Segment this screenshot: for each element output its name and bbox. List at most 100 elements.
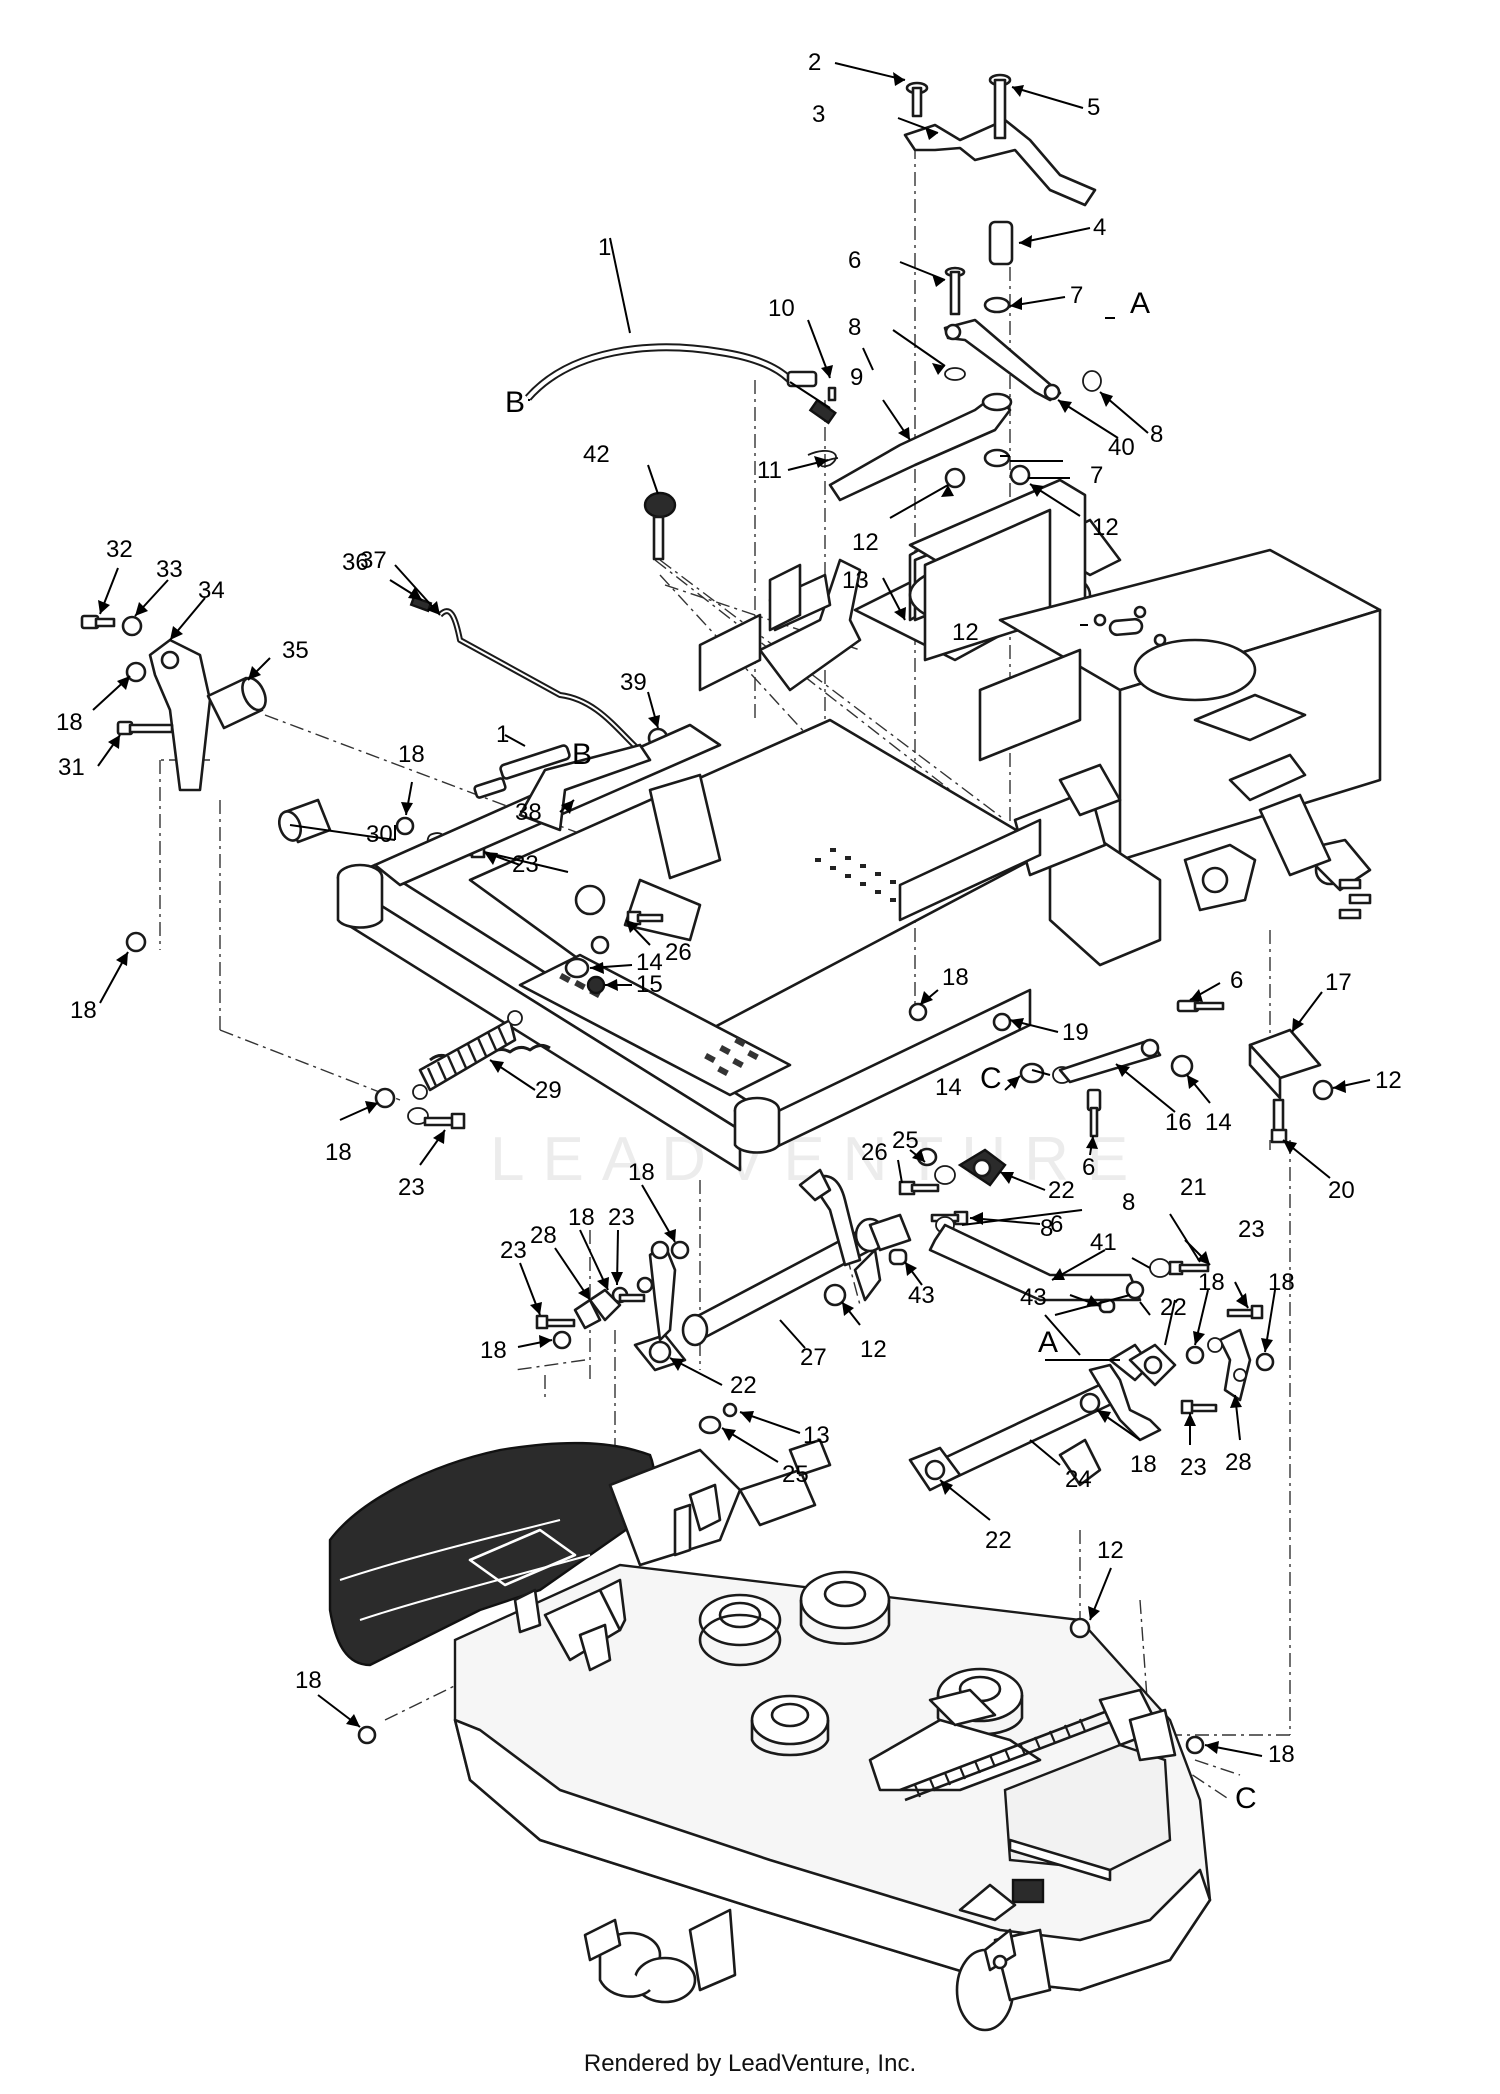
callout-22-lower: 22: [985, 1527, 1012, 1554]
callout-14-left: 14: [935, 1074, 962, 1101]
nut-19: [992, 1012, 1012, 1032]
pivot-bracket: [903, 118, 1097, 207]
callout-18-right-b: 18: [1268, 1269, 1295, 1296]
mower-deck: [328, 1438, 1212, 2032]
callout-1-top: 1: [598, 234, 611, 261]
callout-23-right-top: 23: [1238, 1216, 1265, 1243]
spacer-roller: [277, 798, 332, 844]
callout-35: 35: [282, 637, 309, 664]
callout-31: 31: [58, 754, 85, 781]
extension-spring: [374, 1010, 551, 1130]
lever-arm: [148, 638, 212, 792]
callout-18-deck-right: 18: [1268, 1741, 1295, 1768]
connector-a-top: A: [1130, 287, 1150, 320]
flange-bearing-rear: [957, 1148, 1007, 1187]
adjust-link: [908, 999, 1334, 1144]
callout-12-lower-right: 12: [1092, 514, 1119, 541]
upper-pivot-assembly: [828, 73, 1102, 502]
nut-12-bracket: [1312, 1079, 1334, 1101]
callout-33: 33: [156, 556, 183, 583]
callout-12-center: 12: [952, 619, 979, 646]
callout-36: 36: [342, 549, 369, 576]
callout-18-right-a: 18: [1198, 1269, 1225, 1296]
mower-height-knob: [643, 491, 677, 561]
nut-18-chain-top: [670, 1240, 690, 1260]
callout-30: 30: [366, 821, 393, 848]
connector-b-top: B: [505, 386, 525, 419]
left-lever-group: [80, 614, 332, 953]
rear-lift-shaft: [908, 1304, 1275, 1492]
callout-16: 16: [1165, 1109, 1192, 1136]
leader-lines: [92, 62, 1371, 1757]
nut-12-shaft: [823, 1283, 847, 1307]
callout-38: 38: [515, 799, 542, 826]
washer-33: [121, 615, 143, 637]
callout-8-link: 8: [1122, 1189, 1135, 1216]
callout-15: 15: [636, 971, 663, 998]
callout-4: 4: [1093, 214, 1106, 241]
callout-8-top: 8: [848, 314, 861, 341]
callout-2: 2: [808, 49, 821, 76]
callout-22-right: 22: [1160, 1294, 1187, 1321]
callout-43-left: 43: [908, 1282, 935, 1309]
link-bolt: [944, 266, 966, 316]
callout-21: 21: [1180, 1174, 1207, 1201]
callout-28-left: 28: [530, 1222, 557, 1249]
callout-6-shaft: 6: [1050, 1211, 1063, 1238]
callout-23-left: 23: [500, 1237, 527, 1264]
nut-12-deck: [1069, 1617, 1091, 1639]
bushing-43-left: [888, 1248, 908, 1266]
callout-22-front: 22: [730, 1372, 757, 1399]
callout-13-lower: 13: [803, 1422, 830, 1449]
pulley-center: [799, 1570, 891, 1646]
connector-c-lower: C: [1235, 1782, 1257, 1815]
bushing-upper: [983, 296, 1011, 314]
callout-3: 3: [812, 101, 825, 128]
callout-23-chain: 23: [608, 1204, 635, 1231]
nut-15: [586, 975, 606, 995]
flange-bearing-lower: [908, 1446, 962, 1492]
callout-6-top: 6: [848, 247, 861, 274]
anti-scalp-rollers: [583, 1908, 737, 2004]
callout-12-bracket: 12: [1375, 1067, 1402, 1094]
nut-18-lever: [125, 661, 147, 683]
callout-18-lever: 18: [56, 709, 83, 736]
nut-18-center: [908, 1002, 928, 1022]
front-lift-shaft: [633, 1148, 1007, 1372]
callout-43-right: 43: [1020, 1284, 1047, 1311]
callout-27: 27: [800, 1344, 827, 1371]
shoulder-bolt: [80, 614, 116, 630]
rear-caster: [955, 1928, 1052, 2032]
nut-18-spring: [374, 1087, 396, 1109]
bushing-lower: [983, 448, 1011, 468]
callout-10: 10: [768, 295, 795, 322]
callout-1-lower: 1: [496, 721, 509, 748]
callout-23-upper: 23: [512, 851, 539, 878]
callout-9: 9: [850, 364, 863, 391]
callout-6-right: 6: [1230, 967, 1243, 994]
left-chain-group: [535, 1240, 690, 1350]
callout-18-left-bottom: 18: [70, 997, 97, 1024]
pulley-small: [750, 1694, 830, 1757]
callout-6-lower: 6: [1082, 1154, 1095, 1181]
nut-18-deck-left: [357, 1725, 377, 1745]
callout-7-lower: 7: [1090, 462, 1103, 489]
cable-assembly: [524, 343, 839, 561]
callout-labels: 2 5 3 4 6 7 8 A 8 40 10 9 11 7 12 12 1 B…: [56, 49, 1402, 1815]
callout-18-chain-top: 18: [628, 1159, 655, 1186]
callout-24: 24: [1065, 1466, 1092, 1493]
long-bolt: [116, 720, 174, 736]
callout-42: 42: [583, 441, 610, 468]
washer-a: [944, 367, 966, 381]
callout-11: 11: [757, 457, 782, 484]
callout-18-deck-left: 18: [295, 1667, 322, 1694]
nut-18-right-top: [1185, 1345, 1205, 1365]
spacer-tube: [988, 220, 1014, 266]
callout-29: 29: [535, 1077, 562, 1104]
callout-20: 20: [1328, 1177, 1355, 1204]
lift-arm: [828, 393, 1012, 502]
connector-c-upper: C: [980, 1062, 1002, 1095]
callout-34: 34: [198, 577, 225, 604]
callout-37: 37: [360, 547, 387, 574]
